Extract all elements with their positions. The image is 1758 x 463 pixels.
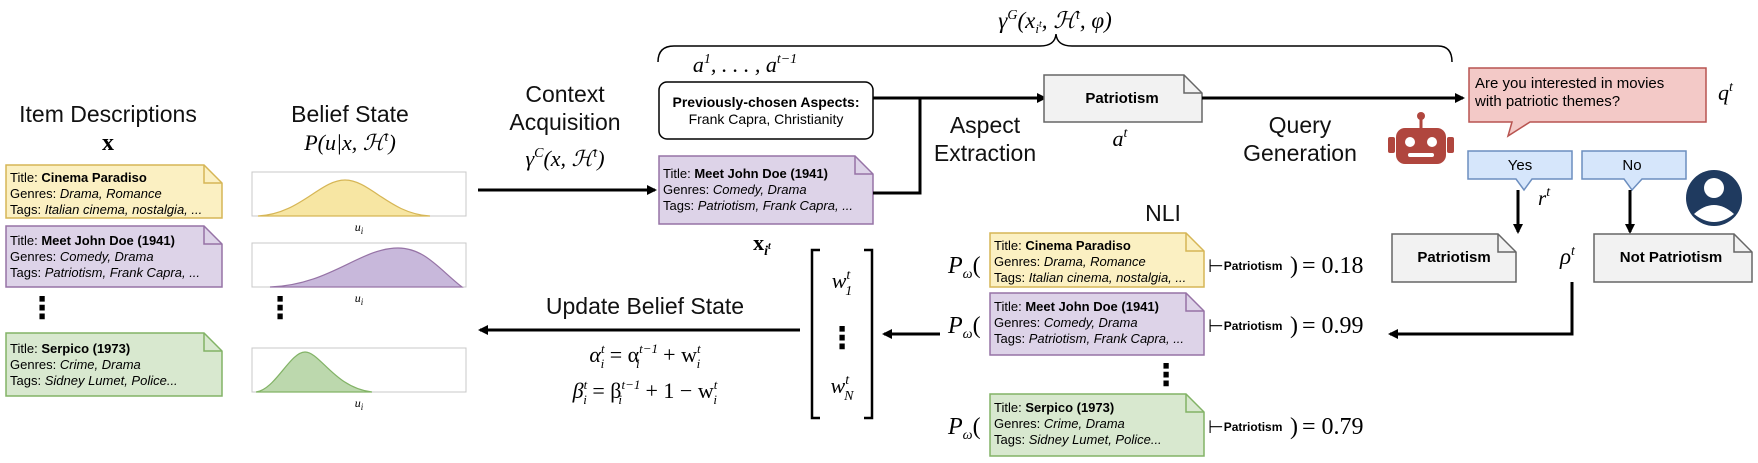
- svg-text:Genres: Crime, Drama: Genres: Crime, Drama: [994, 416, 1125, 431]
- svg-text:Genres: Comedy, Drama: Genres: Comedy, Drama: [994, 315, 1138, 330]
- item-card-serpico: Title: Serpico (1973) Genres: Crime, Dra…: [5, 332, 223, 397]
- selected-item-symbol: xit: [753, 230, 772, 259]
- aspect-symbol: at: [1113, 126, 1129, 151]
- belief-plot-3: [251, 347, 467, 393]
- weights-ellipsis: ⋮: [827, 322, 857, 355]
- entails-1: ⊢Patriotism: [1208, 256, 1282, 276]
- svg-text:Tags: Italian cinema, nostalgi: Tags: Italian cinema, nostalgia, ...: [10, 202, 202, 217]
- items-ellipsis: ⋮: [27, 292, 57, 325]
- rho-symbol: ρt: [1559, 244, 1576, 269]
- svg-text:Not Patriotism: Not Patriotism: [1620, 249, 1723, 266]
- rho-to-nli-arrow: [1388, 282, 1574, 339]
- belief-state-formula: P(u|x, ℋt): [303, 130, 396, 155]
- prev-aspects-sequence: a1, . . . , at−1: [693, 52, 797, 77]
- context-acquisition-label-2: Acquisition: [509, 109, 620, 135]
- ui-axis-label-1: ui: [355, 220, 364, 236]
- svg-text:Genres: Drama, Romance: Genres: Drama, Romance: [994, 254, 1146, 269]
- belief-state-title: Belief State: [291, 101, 409, 127]
- nli-card-cinema-paradiso: Title: Cinema Paradiso Genres: Drama, Ro…: [989, 232, 1205, 288]
- svg-text:with patriotic themes?: with patriotic themes?: [1474, 93, 1620, 110]
- svg-text:No: No: [1622, 157, 1641, 174]
- nli-label: NLI: [1145, 200, 1181, 226]
- svg-text:Title: Cinema Paradiso: Title: Cinema Paradiso: [10, 170, 147, 185]
- svg-text:Previously-chosen Aspects:: Previously-chosen Aspects:: [673, 94, 860, 110]
- p-omega-3: Pω(: [947, 414, 981, 443]
- no-bubble: No: [1581, 150, 1687, 192]
- prev-aspects-box: Previously-chosen Aspects: Frank Capra, …: [658, 81, 874, 140]
- ui-axis-label-3: ui: [355, 396, 364, 412]
- ui-axis-label-2: ui: [355, 291, 364, 307]
- svg-text:Genres: Drama, Romance: Genres: Drama, Romance: [10, 186, 162, 201]
- nli-ellipsis: ⋮: [1151, 359, 1181, 392]
- user-avatar-icon: [1686, 170, 1742, 226]
- query-generation-label-2: Generation: [1243, 140, 1357, 166]
- svg-text:Title: Serpico (1973): Title: Serpico (1973): [994, 400, 1114, 415]
- nli-score-2: )= 0.99: [1290, 313, 1364, 339]
- yes-bubble: Yes: [1467, 150, 1573, 192]
- svg-text:Tags: Sidney Lumet, Police...: Tags: Sidney Lumet, Police...: [10, 373, 178, 388]
- context-acquisition-label-1: Context: [525, 81, 605, 107]
- svg-text:Patriotism: Patriotism: [1085, 90, 1158, 107]
- belief-ellipsis: ⋮: [265, 292, 295, 325]
- item-descriptions-title: Item Descriptions: [19, 101, 197, 127]
- svg-text:Title: Meet John Doe (1941): Title: Meet John Doe (1941): [994, 299, 1159, 314]
- svg-text:Frank Capra, Christianity: Frank Capra, Christianity: [689, 111, 844, 127]
- svg-text:Genres: Comedy, Drama: Genres: Comedy, Drama: [663, 182, 807, 197]
- weights-vector: [810, 248, 874, 420]
- svg-text:Title: Meet John Doe (1941): Title: Meet John Doe (1941): [663, 166, 828, 181]
- query-bubble: Are you interested in movies with patrio…: [1468, 67, 1707, 138]
- nli-card-meet-john-doe: Title: Meet John Doe (1941) Genres: Come…: [989, 292, 1205, 356]
- svg-text:Genres: Crime, Drama: Genres: Crime, Drama: [10, 357, 141, 372]
- context-acquisition-formula: γC(x, ℋt): [525, 146, 604, 171]
- svg-text:Title: Cinema Paradiso: Title: Cinema Paradiso: [994, 238, 1131, 253]
- svg-text:Tags: Patriotism, Frank Capra,: Tags: Patriotism, Frank Capra, ...: [663, 198, 853, 213]
- belief-plot-1: [251, 171, 467, 217]
- svg-text:Yes: Yes: [1508, 157, 1532, 174]
- item-card-meet-john-doe: Title: Meet John Doe (1941) Genres: Come…: [5, 225, 223, 288]
- aspect-extraction-label-2: Extraction: [934, 140, 1036, 166]
- aspect-extraction-label-1: Aspect: [950, 112, 1021, 138]
- entails-3: ⊢Patriotism: [1208, 417, 1282, 437]
- nli-score-1: )= 0.18: [1290, 253, 1364, 279]
- nli-score-3: )= 0.79: [1290, 414, 1364, 440]
- selected-item-connector: [873, 98, 922, 195]
- selected-item-card: Title: Meet John Doe (1941) Genres: Come…: [658, 155, 874, 225]
- svg-text:Patriotism: Patriotism: [1417, 249, 1490, 266]
- svg-text:Tags: Patriotism, Frank Capra,: Tags: Patriotism, Frank Capra, ...: [994, 331, 1184, 346]
- query-symbol: qt: [1718, 80, 1734, 105]
- item-card-cinema-paradiso: Title: Cinema Paradiso Genres: Drama, Ro…: [5, 164, 223, 219]
- p-omega-1: Pω(: [947, 253, 981, 282]
- svg-text:Genres: Comedy, Drama: Genres: Comedy, Drama: [10, 249, 154, 264]
- svg-text:Title: Serpico (1973): Title: Serpico (1973): [10, 341, 130, 356]
- robot-icon: [1388, 112, 1454, 164]
- item-descriptions-symbol: x: [102, 130, 114, 156]
- svg-text:Title: Meet John Doe (1941): Title: Meet John Doe (1941): [10, 233, 175, 248]
- query-generation-label-1: Query: [1269, 112, 1332, 138]
- svg-text:Tags: Italian cinema, nostalgi: Tags: Italian cinema, nostalgia, ...: [994, 270, 1186, 285]
- svg-text:Are you interested in movies: Are you interested in movies: [1475, 75, 1664, 92]
- aspect-box: Patriotism: [1043, 74, 1203, 123]
- update-belief-state-label: Update Belief State: [546, 293, 744, 319]
- patriotism-box: Patriotism: [1391, 233, 1517, 283]
- response-symbol: rt: [1538, 185, 1551, 210]
- p-omega-2: Pω(: [947, 313, 981, 342]
- gamma-g-formula: γG(xit, ℋt, φ): [998, 8, 1112, 36]
- top-brace: [657, 33, 1453, 63]
- entails-2: ⊢Patriotism: [1208, 316, 1282, 336]
- svg-text:Tags: Sidney Lumet, Police...: Tags: Sidney Lumet, Police...: [994, 432, 1162, 447]
- belief-plot-2: [251, 242, 467, 288]
- nli-card-serpico: Title: Serpico (1973) Genres: Crime, Dra…: [989, 393, 1205, 457]
- svg-text:Tags: Patriotism, Frank Capra,: Tags: Patriotism, Frank Capra, ...: [10, 265, 200, 280]
- not-patriotism-box: Not Patriotism: [1593, 233, 1753, 283]
